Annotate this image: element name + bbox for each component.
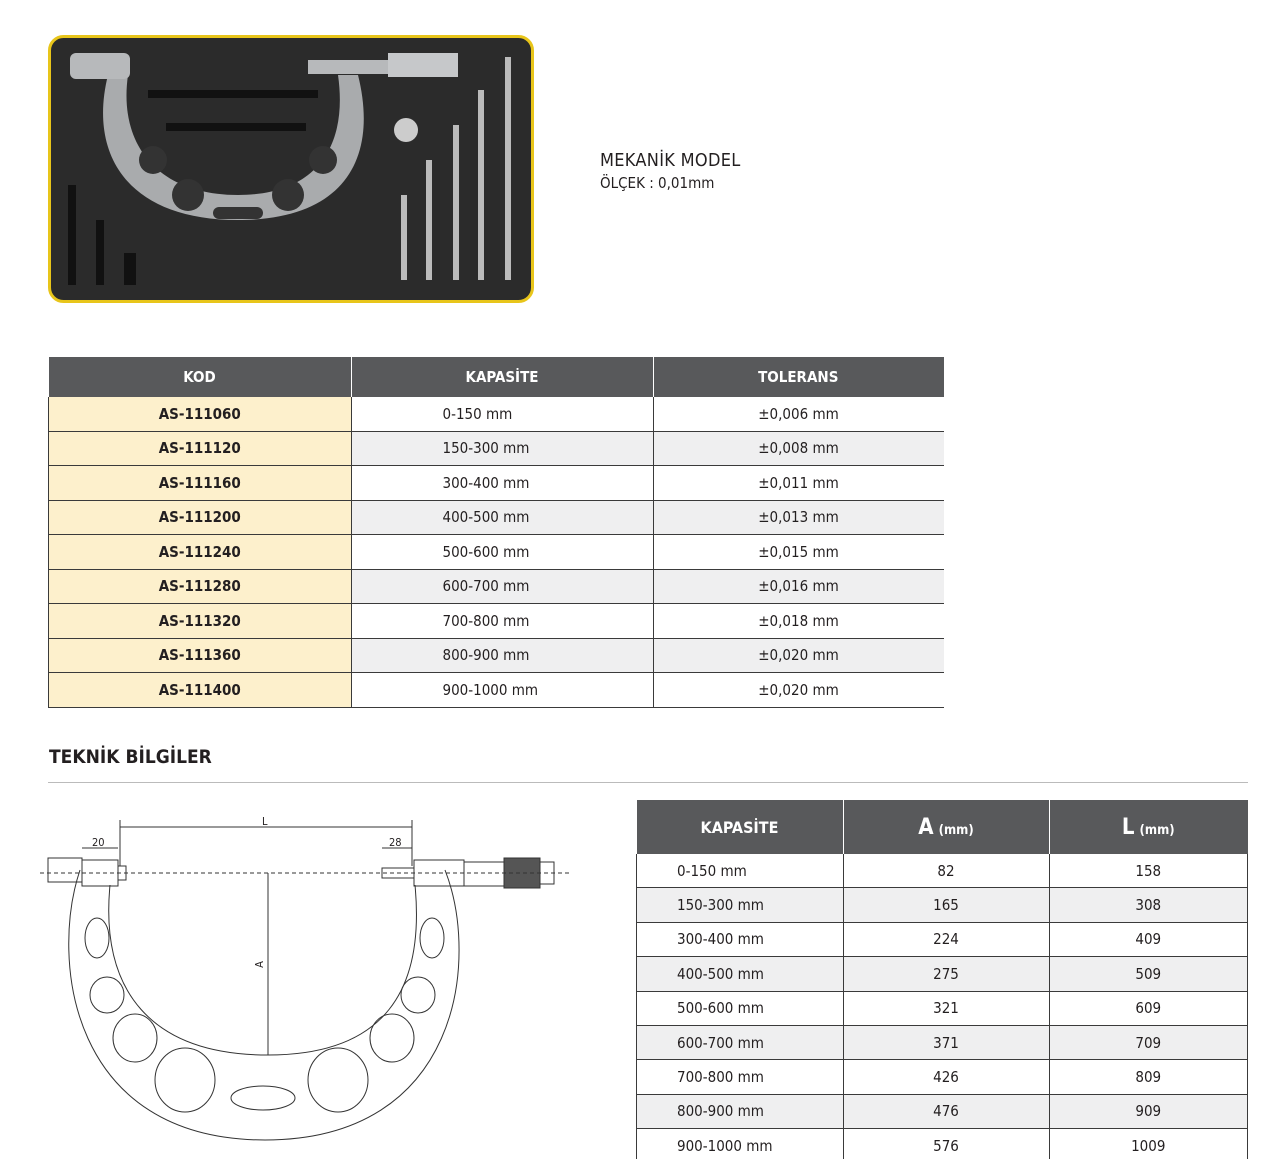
tolerance-cell: ±0,018 mm (653, 603, 944, 639)
capacity-cell: 300-400 mm (351, 465, 654, 501)
a-cell: 426 (843, 1059, 1050, 1095)
capacity-cell: 0-150 mm (351, 397, 654, 432)
dim-L-label: L (262, 815, 268, 828)
a-cell: 82 (843, 854, 1050, 889)
capacity-cell: 800-900 mm (351, 638, 654, 673)
l-cell: 609 (1049, 991, 1248, 1026)
capacity-cell: 150-300 mm (351, 431, 654, 466)
capacity-cell: 500-600 mm (636, 991, 844, 1026)
divider (48, 782, 1248, 783)
capacity-cell: 600-700 mm (636, 1025, 844, 1061)
model-name: MEKANİK MODEL (600, 150, 741, 171)
l-cell: 709 (1049, 1025, 1248, 1061)
header-a: A (mm) (843, 800, 1050, 854)
tolerance-cell: ±0,008 mm (653, 431, 944, 466)
capacity-cell: 300-400 mm (636, 922, 844, 958)
l-cell: 308 (1049, 887, 1248, 923)
l-cell: 409 (1049, 922, 1248, 958)
capacity-cell: 400-500 mm (351, 500, 654, 535)
capacity-cell: 800-900 mm (636, 1094, 844, 1130)
a-cell: 165 (843, 887, 1050, 923)
code-cell: AS-111160 (48, 465, 352, 501)
tolerance-cell: ±0,020 mm (653, 672, 944, 708)
micrometer-set-photo (48, 35, 534, 303)
dim-28-label: 28 (389, 836, 402, 849)
header-tolerans: TOLERANS (653, 357, 944, 397)
scale-label: ÖLÇEK : 0,01mm (600, 174, 715, 192)
tolerance-cell: ±0,016 mm (653, 569, 944, 604)
capacity-cell: 0-150 mm (636, 854, 844, 889)
l-cell: 1009 (1049, 1128, 1248, 1159)
capacity-cell: 600-700 mm (351, 569, 654, 604)
code-cell: AS-111360 (48, 638, 352, 673)
code-cell: AS-111240 (48, 534, 352, 570)
a-cell: 275 (843, 956, 1050, 992)
code-cell: AS-111060 (48, 397, 352, 432)
product-info: MEKANİK MODEL ÖLÇEK : 0,01mm (600, 150, 741, 192)
code-cell: AS-111280 (48, 569, 352, 604)
dim-A-label: A (252, 961, 266, 968)
a-cell: 476 (843, 1094, 1050, 1130)
capacity-cell: 700-800 mm (636, 1059, 844, 1095)
a-cell: 576 (843, 1128, 1050, 1159)
capacity-cell: 400-500 mm (636, 956, 844, 992)
code-cell: AS-111120 (48, 431, 352, 466)
tolerance-cell: ±0,020 mm (653, 638, 944, 673)
code-cell: AS-111200 (48, 500, 352, 535)
capacity-cell: 700-800 mm (351, 603, 654, 639)
code-cell: AS-111320 (48, 603, 352, 639)
capacity-cell: 150-300 mm (636, 887, 844, 923)
tolerance-cell: ±0,015 mm (653, 534, 944, 570)
dim-20-label: 20 (92, 836, 105, 849)
tolerance-cell: ±0,006 mm (653, 397, 944, 432)
header-kapasite: KAPASİTE (351, 357, 654, 397)
l-cell: 909 (1049, 1094, 1248, 1130)
l-cell: 509 (1049, 956, 1248, 992)
tolerance-cell: ±0,013 mm (653, 500, 944, 535)
header-kapasite: KAPASİTE (636, 800, 844, 854)
tolerance-cell: ±0,011 mm (653, 465, 944, 501)
code-cell: AS-111400 (48, 672, 352, 708)
micrometer-dimension-diagram (40, 820, 570, 1141)
header-kod: KOD (48, 357, 352, 397)
capacity-cell: 900-1000 mm (351, 672, 654, 708)
a-cell: 321 (843, 991, 1050, 1026)
l-cell: 158 (1049, 854, 1248, 889)
a-cell: 371 (843, 1025, 1050, 1061)
header-l: L (mm) (1049, 800, 1248, 854)
a-cell: 224 (843, 922, 1050, 958)
l-cell: 809 (1049, 1059, 1248, 1095)
capacity-cell: 900-1000 mm (636, 1128, 844, 1159)
section-title: TEKNİK BİLGİLER (49, 746, 212, 768)
capacity-cell: 500-600 mm (351, 534, 654, 570)
